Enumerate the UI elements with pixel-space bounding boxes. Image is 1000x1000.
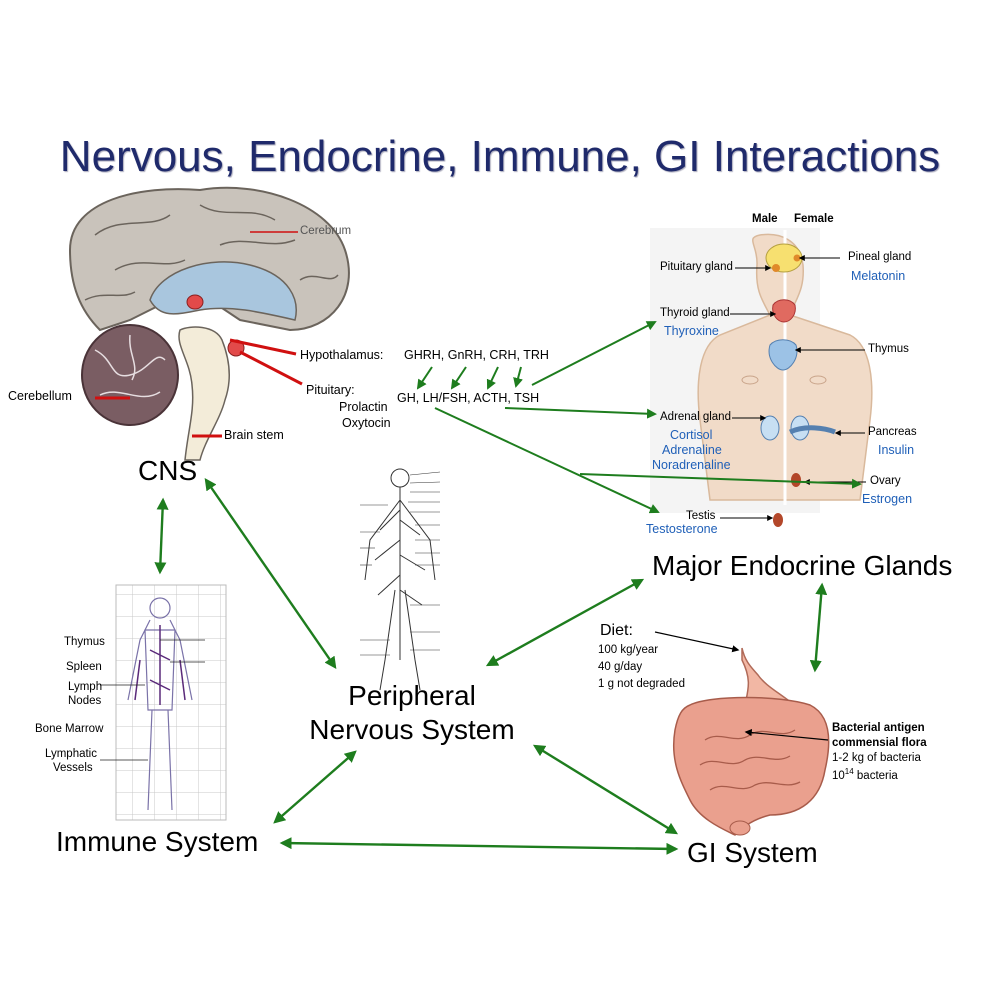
gi-illustration: [654, 631, 830, 836]
hormone-estrogen: Estrogen: [862, 492, 913, 506]
hormone-cortisol: Cortisol: [670, 428, 713, 442]
node-pns-line2: Nervous System: [309, 714, 515, 745]
label-hypothalamus: Hypothalamus:: [300, 348, 384, 362]
label-bacterial-4: 1014 bacteria: [832, 767, 898, 782]
label-oxytocin: Oxytocin: [342, 416, 391, 430]
label-pituitary-hormones: GH, LH/FSH, ACTH, TSH: [397, 391, 540, 405]
label-female: Female: [794, 213, 834, 225]
label-bacterial-2: commensial flora: [832, 737, 927, 749]
label-diet-2: 40 g/day: [598, 661, 643, 673]
label-pituitary: Pituitary:: [306, 383, 355, 397]
hormone-insulin: Insulin: [878, 443, 915, 457]
label-prolactin: Prolactin: [339, 400, 388, 414]
node-gi: GI System: [687, 837, 818, 868]
hormone-arrows: [416, 321, 862, 514]
label-spleen: Spleen: [66, 661, 102, 673]
label-thymus-gland: Thymus: [868, 343, 909, 355]
label-ovary: Ovary: [870, 475, 901, 487]
label-pineal-gland: Pineal gland: [848, 251, 912, 263]
immune-illustration: [100, 584, 227, 821]
label-cerebrum: Cerebrum: [300, 225, 352, 237]
label-pancreas: Pancreas: [868, 426, 917, 438]
label-diet-1: 100 kg/year: [598, 644, 659, 656]
label-thymus: Thymus: [64, 636, 105, 648]
hormone-testosterone: Testosterone: [646, 522, 718, 536]
label-male: Male: [752, 213, 778, 225]
hormone-noradrenaline: Noradrenaline: [652, 458, 731, 472]
label-pituitary-gland: Pituitary gland: [660, 261, 733, 273]
node-endocrine: Major Endocrine Glands: [652, 550, 953, 581]
label-lymphatic-2: Vessels: [53, 762, 93, 774]
label-cerebellum: Cerebellum: [8, 389, 72, 403]
hormone-adrenaline: Adrenaline: [662, 443, 722, 457]
label-hypothalamus-hormones: GHRH, GnRH, CRH, TRH: [404, 348, 549, 362]
label-bacterial-1: Bacterial antigen: [832, 722, 925, 734]
node-immune: Immune System: [56, 826, 259, 857]
hormone-thyroxine: Thyroxine: [664, 324, 719, 338]
label-lymph-nodes-2: Nodes: [68, 695, 102, 707]
hormone-melatonin: Melatonin: [851, 269, 906, 283]
label-brain-stem: Brain stem: [224, 428, 284, 442]
label-bone-marrow: Bone Marrow: [35, 723, 104, 735]
node-cns: CNS: [138, 455, 198, 486]
interaction-arrows: [154, 478, 828, 855]
node-pns-line1: Peripheral: [348, 680, 476, 711]
label-lymphatic-1: Lymphatic: [45, 748, 97, 760]
label-bacterial-3: 1-2 kg of bacteria: [832, 752, 921, 764]
brain-illustration: [68, 186, 350, 461]
label-diet-3: 1 g not degraded: [598, 678, 685, 690]
endocrine-body-illustration: [650, 228, 873, 527]
label-adrenal-gland: Adrenal gland: [660, 411, 731, 423]
page-title: Nervous, Endocrine, Immune, GI Interacti…: [59, 132, 941, 181]
label-diet: Diet:: [600, 622, 633, 639]
label-thyroid-gland: Thyroid gland: [660, 307, 730, 319]
pns-illustration: [360, 468, 441, 691]
label-lymph-nodes-1: Lymph: [68, 681, 103, 693]
label-testis: Testis: [686, 510, 716, 522]
